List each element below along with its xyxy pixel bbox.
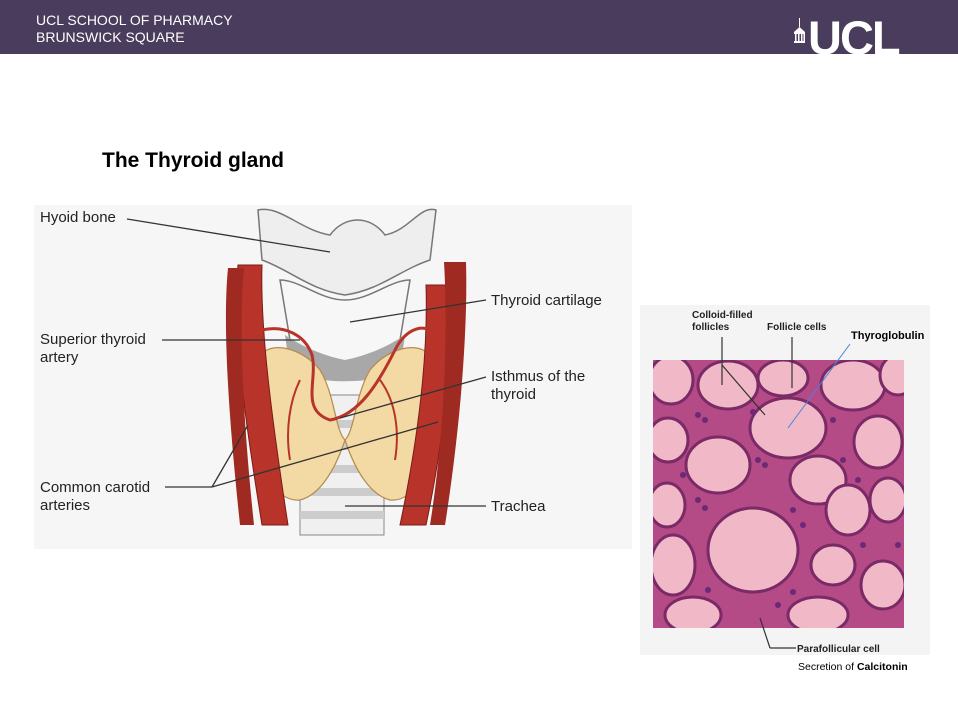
label-superior-thyroid-1: Superior thyroid <box>40 331 146 348</box>
calcitonin-caption: Secretion of Calcitonin <box>798 661 908 673</box>
slide-title: The Thyroid gland <box>102 149 284 172</box>
label-colloid-1: Colloid-filled <box>692 310 753 321</box>
label-common-carotid-1: Common carotid <box>40 479 151 496</box>
caption-bold: Calcitonin <box>856 661 908 673</box>
header-bar: UCL SCHOOL OF PHARMACY BRUNSWICK SQUARE … <box>0 0 958 55</box>
superior-thyroid-artery <box>261 326 431 422</box>
label-colloid-2: follicles <box>692 322 730 333</box>
label-follicle-cells: Follicle cells <box>767 322 827 333</box>
institution-name: UCL SCHOOL OF PHARMACY BRUNSWICK SQUARE <box>36 12 233 46</box>
logo-text: UCL <box>808 15 900 55</box>
label-trachea: Trachea <box>491 498 546 515</box>
label-parafollicular-cell: Parafollicular cell <box>797 644 880 655</box>
label-common-carotid-2: arteries <box>40 497 91 514</box>
thyroid-histology-micrograph <box>653 360 904 628</box>
ucl-logo: UCL <box>794 15 902 55</box>
leader-lines <box>126 218 487 507</box>
institution-line-2: BRUNSWICK SQUARE <box>36 29 185 45</box>
hyoid-bone-shape <box>257 208 437 296</box>
label-isthmus-1: Isthmus of the <box>491 368 586 385</box>
portico-icon <box>794 18 805 43</box>
institution-line-1: UCL SCHOOL OF PHARMACY <box>36 12 233 28</box>
label-thyroid-cartilage: Thyroid cartilage <box>491 292 602 309</box>
label-isthmus-2: thyroid <box>491 386 537 403</box>
label-hyoid-bone: Hyoid bone <box>40 209 116 226</box>
label-superior-thyroid-2: artery <box>40 349 79 366</box>
caption-prefix: Secretion of <box>798 661 857 673</box>
label-thyroglobulin: Thyroglobulin <box>851 330 925 342</box>
